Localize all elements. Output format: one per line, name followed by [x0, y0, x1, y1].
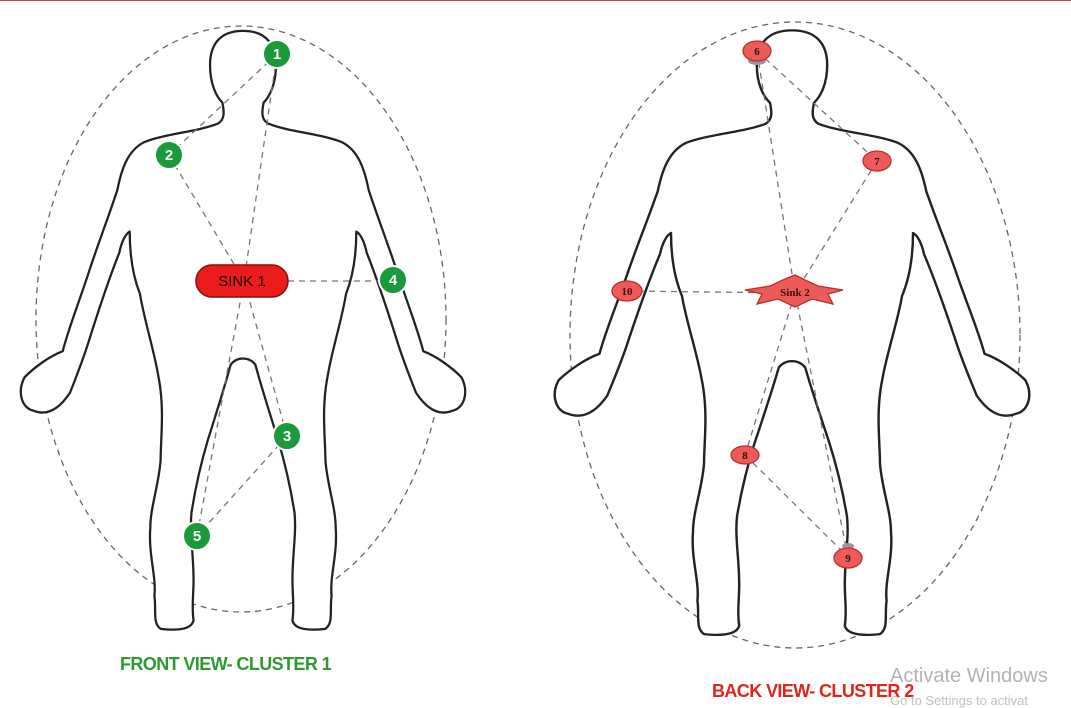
front-node-5-label: 5	[193, 528, 201, 545]
front-node-5: 5	[183, 522, 211, 550]
back-node-6-label: 6	[754, 46, 760, 58]
activate-windows-watermark: Activate Windows	[890, 665, 1048, 688]
back-node-7-label: 7	[874, 156, 880, 168]
front-node-3-label: 3	[283, 428, 291, 445]
sink-2-label: Sink 2	[780, 287, 810, 299]
front-view-caption: FRONT VIEW- CLUSTER 1	[120, 654, 331, 675]
activate-windows-subtitle: Go to Settings to activat	[890, 693, 1028, 708]
front-node-2-label: 2	[165, 147, 173, 164]
front-node-2: 2	[155, 141, 183, 169]
back-node-7: 7	[863, 151, 891, 171]
back-node-10: 10	[612, 281, 642, 301]
front-node-1: 1	[263, 40, 291, 68]
front-body-silhouette	[21, 31, 465, 630]
front-node-3: 3	[273, 422, 301, 450]
back-node-8-label: 8	[742, 450, 748, 462]
back-node-9-label: 9	[845, 553, 851, 565]
front-node-4-label: 4	[389, 272, 398, 289]
front-node-4: 4	[379, 266, 407, 294]
back-body-silhouette	[555, 30, 1030, 635]
front-view: SINK 1 1 2 3 4 5	[21, 26, 465, 630]
sink-1-label: SINK 1	[218, 273, 266, 290]
front-node-1-label: 1	[273, 46, 281, 63]
back-view: Sink 2 6 7 8 9 10	[555, 22, 1030, 648]
back-node-8: 8	[731, 446, 759, 464]
back-node-10-label: 10	[622, 286, 634, 298]
sink-1: SINK 1	[196, 265, 288, 297]
back-view-caption: BACK VIEW- CLUSTER 2	[712, 681, 914, 702]
